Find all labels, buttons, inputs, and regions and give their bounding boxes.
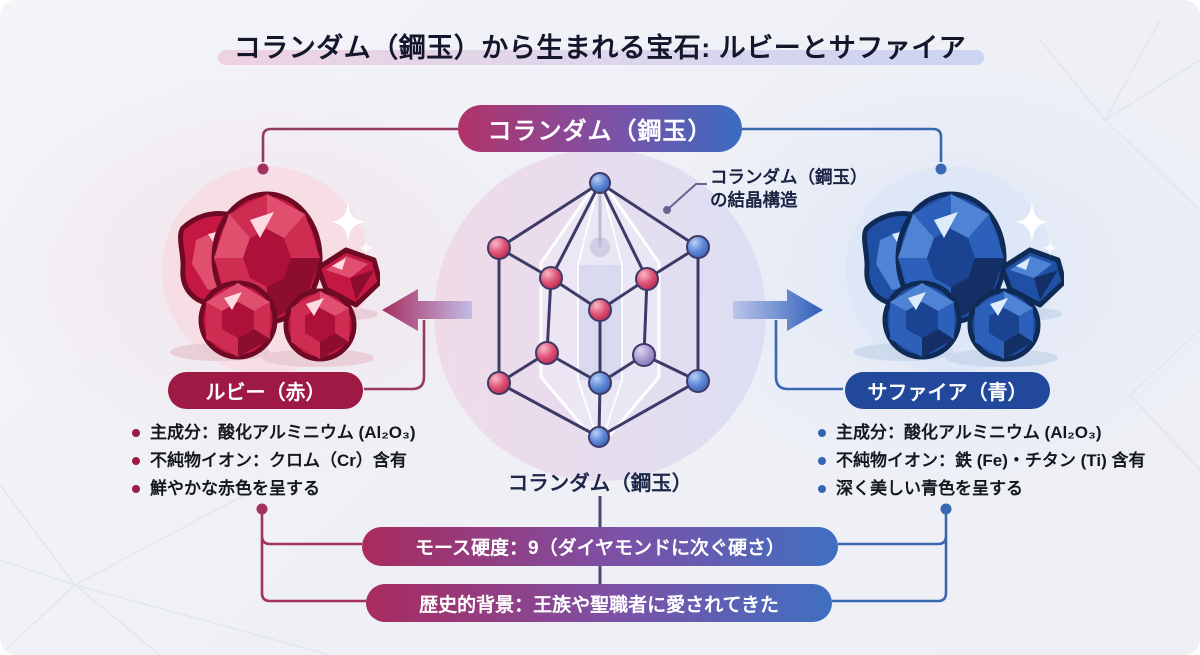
crystal-structure-label-line1: コランダム（鋼玉） — [710, 167, 868, 187]
crystal-structure-label-line2: の結晶構造 — [710, 190, 798, 210]
corundum-pill: コランダム（鋼玉） — [458, 105, 742, 152]
bullet-dot-icon — [818, 485, 826, 493]
history-banner: 歴史的背景：王族や聖職者に愛されてきた — [366, 584, 832, 622]
ruby-fact-color: 鮮やかな赤色を呈する — [150, 479, 320, 498]
ruby-gems-illustration — [162, 166, 380, 374]
hardness-banner: モース硬度：9（ダイヤモンドに次ぐ硬さ） — [362, 527, 838, 566]
list-item: 主成分：酸化アルミニウム (Al₂O₃) — [132, 419, 482, 447]
list-item: 主成分：酸化アルミニウム (Al₂O₃) — [818, 419, 1198, 447]
bullet-dot-icon — [132, 429, 140, 437]
crystal-structure-illustration — [434, 149, 766, 481]
ruby-fact-impurity: 不純物イオン：クロム（Cr）含有 — [150, 451, 407, 470]
sapphire-fact-color: 深く美しい青色を呈する — [836, 479, 1023, 498]
list-item: 不純物イオン：クロム（Cr）含有 — [132, 447, 482, 475]
list-item: 深く美しい青色を呈する — [818, 475, 1198, 503]
sapphire-fact-impurity: 不純物イオン：鉄 (Fe)・チタン (Ti) 含有 — [836, 451, 1146, 470]
sapphire-gems-illustration — [846, 166, 1064, 374]
sapphire-badge: サファイア（青） — [845, 372, 1050, 409]
sapphire-fact-composition: 主成分：酸化アルミニウム (Al₂O₃) — [836, 423, 1102, 442]
page-title: コランダム（鋼玉）から生まれる宝石: ルビーとサファイア — [233, 33, 967, 63]
ruby-badge: ルビー（赤） — [168, 372, 363, 409]
bullet-dot-icon — [818, 429, 826, 437]
ruby-fact-composition: 主成分：酸化アルミニウム (Al₂O₃) — [150, 423, 416, 442]
crystal-structure-label: コランダム（鋼玉） の結晶構造 — [710, 166, 868, 212]
title-highlight-bar — [218, 50, 984, 65]
crystal-caption: コランダム（鋼玉） — [507, 472, 693, 495]
bullet-dot-icon — [132, 485, 140, 493]
bullet-dot-icon — [818, 457, 826, 465]
sapphire-facts-list: 主成分：酸化アルミニウム (Al₂O₃) 不純物イオン：鉄 (Fe)・チタン (… — [818, 419, 1198, 503]
bullet-dot-icon — [132, 457, 140, 465]
list-item: 不純物イオン：鉄 (Fe)・チタン (Ti) 含有 — [818, 447, 1198, 475]
